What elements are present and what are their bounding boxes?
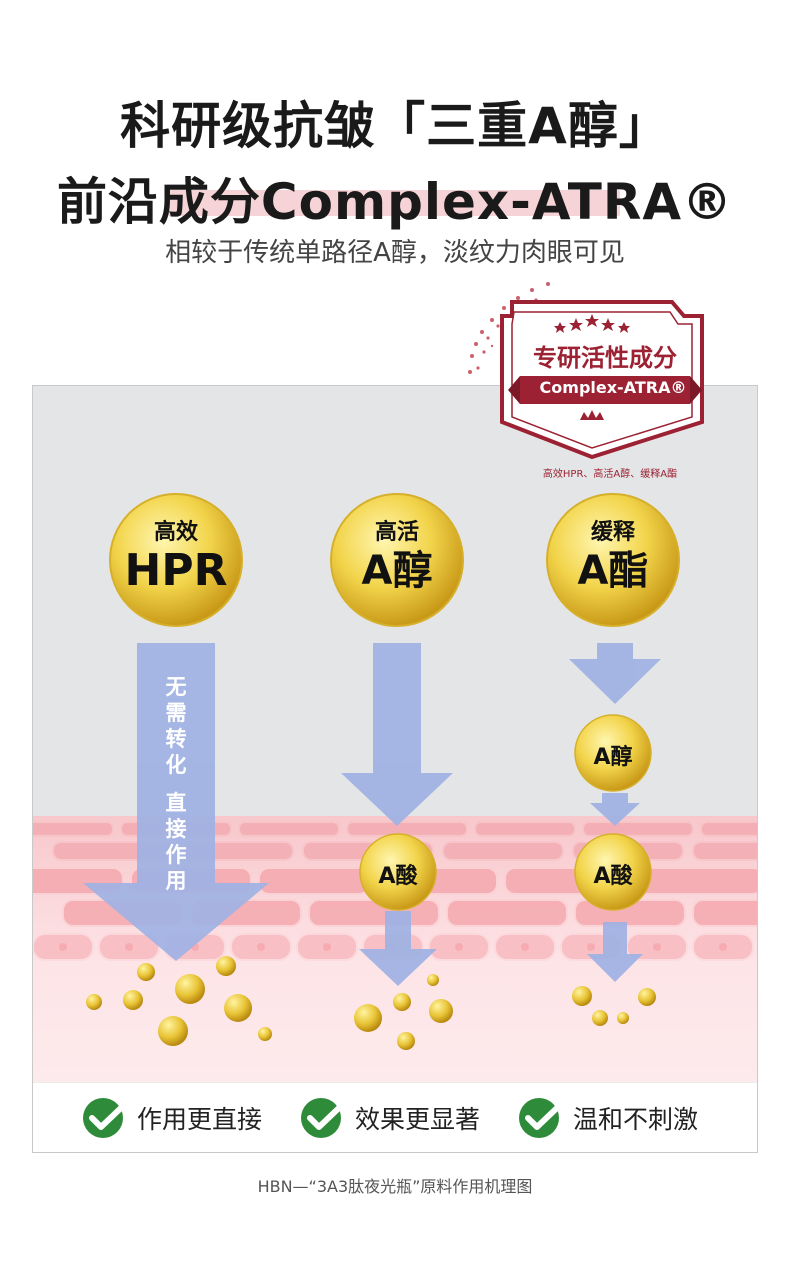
ingredient-alcohol-main: A醇 (361, 548, 433, 594)
subtitle: 相较于传统单路径A醇，淡纹力肉眼可见 (165, 238, 625, 268)
benefits-bar (33, 1082, 757, 1152)
benefit-3: 温和不刺激 (565, 1100, 698, 1136)
badge-title: 专研活性成分 (533, 344, 677, 372)
ingredient-ester-top: 缓释 (590, 520, 635, 545)
arrow-column-1 (83, 643, 269, 961)
caption: HBN—“3A3肽夜光瓶”原料作用机理图 (257, 1177, 533, 1196)
title-highlight-bar (168, 190, 620, 216)
benefit-3-label: 温和不刺激 (573, 1105, 699, 1134)
badge-note: 高效HPR、高活A醇、缓释A酯 (542, 469, 678, 480)
ingredient-coins (109, 493, 680, 627)
arrow1-text-a: 无需转化 (165, 675, 187, 777)
intermediate-coins (359, 714, 652, 911)
ingredient-ester-main: A酯 (577, 548, 649, 594)
badge-ribbon: Complex-ATRA® (539, 378, 687, 397)
check-icons (83, 1098, 562, 1138)
coin-col3-acid: A酸 (593, 864, 633, 889)
headline-line-2: 前沿成分Complex-ATRA® (56, 173, 734, 231)
headline-line-1: 科研级抗皱「三重A醇」 (120, 97, 670, 155)
mechanism-diagram: 高效 HPR 高活 A醇 缓释 A酯 A醇 A酸 A酸 无需转化 直接作用 作用… (32, 385, 758, 1153)
benefit-2: 效果更显著 (347, 1100, 480, 1136)
ingredient-ester: 缓释 A酯 (547, 514, 679, 596)
ingredient-hpr: 高效 HPR (110, 514, 242, 596)
benefit-2-label: 效果更显著 (355, 1105, 481, 1134)
coin-col2-acid: A酸 (378, 864, 418, 889)
ingredient-hpr-top: 高效 (153, 520, 198, 545)
crown-icon (580, 410, 604, 420)
ingredient-alcohol-top: 高活 (374, 520, 419, 545)
gold-droplets (86, 956, 656, 1050)
badge-emblem (468, 282, 704, 460)
ingredient-alcohol: 高活 A醇 (331, 514, 463, 596)
arrow-column-3 (569, 643, 661, 982)
ingredient-hpr-main: HPR (124, 545, 228, 596)
arrow1-text-b: 直接作用 (165, 791, 187, 893)
benefit-1-label: 作用更直接 (137, 1105, 263, 1134)
benefit-1: 作用更直接 (129, 1100, 262, 1136)
coin-col3-alcohol: A醇 (593, 745, 633, 770)
arrow-column-2 (341, 643, 453, 986)
diagram-art (33, 493, 757, 1138)
